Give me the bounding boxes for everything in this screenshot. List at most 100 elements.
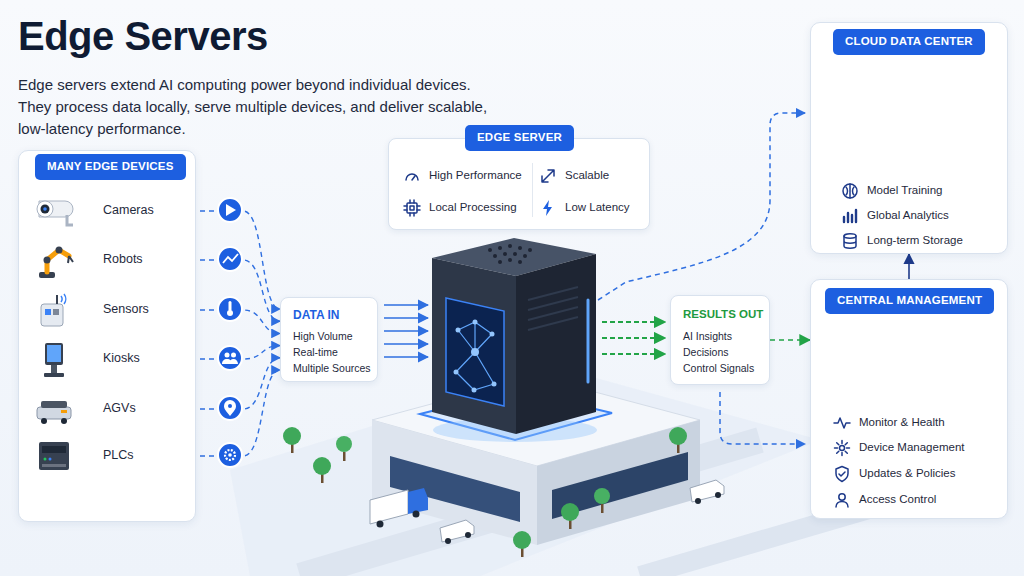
edge-server-cube <box>432 238 597 442</box>
device-name: Sensors <box>103 302 149 317</box>
trees <box>594 488 610 504</box>
panel-header: CLOUD DATA CENTER <box>833 29 985 55</box>
flow-connector <box>770 339 810 341</box>
vehicles <box>413 511 420 518</box>
flow-connector <box>908 254 910 279</box>
item-icon <box>836 467 848 482</box>
device-picture <box>41 401 67 408</box>
item-icon <box>835 441 850 456</box>
item-icon <box>404 200 420 216</box>
page-caption: Edge servers extend AI computing power b… <box>18 74 506 139</box>
item-icon <box>835 441 850 456</box>
vehicles <box>440 520 474 542</box>
trees <box>677 444 680 453</box>
device-badge <box>229 301 232 311</box>
data-in-arrows <box>384 304 428 306</box>
vehicles <box>445 538 451 544</box>
item-icon <box>844 234 856 238</box>
edge-server-cube <box>456 328 461 333</box>
vehicles <box>370 490 408 524</box>
device-panel: MANY EDGE DEVICESCamerasRobotsSensorsKio… <box>18 150 196 522</box>
panel-item: Model Training <box>867 184 942 198</box>
device-name: Cameras <box>103 203 154 218</box>
box-heading: RESULTS OUT <box>683 308 763 322</box>
results-arrows <box>602 322 665 354</box>
item-icon <box>403 167 421 185</box>
item-icon <box>841 207 859 225</box>
device-badge <box>218 396 242 420</box>
box-item: Control Signals <box>683 362 754 375</box>
trees <box>283 427 301 445</box>
edge-server-cube <box>518 246 522 250</box>
box-item: AI Insights <box>683 330 732 343</box>
edge-server-cube <box>528 287 578 330</box>
edge-server-cube <box>488 244 532 264</box>
device-picture <box>44 373 64 377</box>
device-picture <box>39 442 69 470</box>
device-picture <box>61 410 67 413</box>
item-icon <box>833 414 851 432</box>
results-arrows <box>602 353 665 355</box>
item-icon <box>836 502 848 508</box>
panel-item: Monitor & Health <box>859 416 945 430</box>
trees <box>601 504 604 513</box>
device-badge <box>226 204 236 216</box>
item-icon <box>836 494 848 507</box>
item-icon <box>542 170 554 182</box>
device-picture <box>53 309 59 315</box>
page-title: Edge Servers <box>18 14 268 59</box>
data-in-box: DATA INHigh VolumeReal-timeMultiple Sour… <box>280 297 378 382</box>
device-picture <box>42 464 66 467</box>
edge-server-cube <box>454 370 459 375</box>
flow-connector <box>191 370 280 456</box>
item-icon <box>539 167 557 185</box>
data-in-arrows <box>384 305 428 357</box>
trees <box>669 427 687 445</box>
data-in-arrows <box>384 343 428 345</box>
device-picture <box>45 343 63 365</box>
vehicles <box>695 498 701 504</box>
device-row: Robots <box>25 240 191 280</box>
feature-text: Low Latency <box>565 201 630 215</box>
vehicles <box>377 521 384 528</box>
device-name: PLCs <box>103 448 134 463</box>
device-badge <box>228 404 232 408</box>
vehicles <box>715 492 721 498</box>
device-badge <box>218 198 242 222</box>
device-badge <box>218 247 242 271</box>
item-icon <box>841 232 859 250</box>
device-badge <box>224 400 236 416</box>
edge-server-box: EDGE SERVERHigh PerformanceScalableLocal… <box>388 138 650 230</box>
vehicles <box>690 480 724 502</box>
device-row: Kiosks <box>25 339 191 379</box>
item-icon <box>836 467 848 482</box>
device-picture <box>49 458 52 461</box>
box-item: Multiple Sources <box>293 362 371 375</box>
item-icon <box>410 206 414 210</box>
trees <box>561 503 579 521</box>
panel-item: Updates & Policies <box>859 467 956 481</box>
feature-text: Scalable <box>565 169 609 183</box>
item-icon <box>843 184 857 198</box>
item-icon <box>403 199 421 217</box>
item-icon <box>407 203 417 213</box>
item-icon <box>839 494 845 500</box>
edge-server-cube <box>492 382 497 387</box>
box-item: Decisions <box>683 346 729 359</box>
item-icon <box>833 465 851 483</box>
device-picture <box>37 201 53 217</box>
device-badge <box>228 453 232 457</box>
device-badge <box>218 247 242 271</box>
device-badge <box>218 297 242 321</box>
edge-server-cube <box>523 254 527 258</box>
cloud-link <box>720 392 805 444</box>
vehicles <box>465 532 471 538</box>
trees <box>313 457 331 475</box>
cloud-panel: CLOUD DATA CENTERModel TrainingGlobal An… <box>810 22 1008 254</box>
edge-server-cube <box>432 258 516 434</box>
box-item: High Volume <box>293 330 353 343</box>
trees <box>283 427 687 557</box>
device-badge <box>218 297 242 321</box>
device-badge <box>218 443 242 467</box>
device-picture <box>56 247 63 254</box>
